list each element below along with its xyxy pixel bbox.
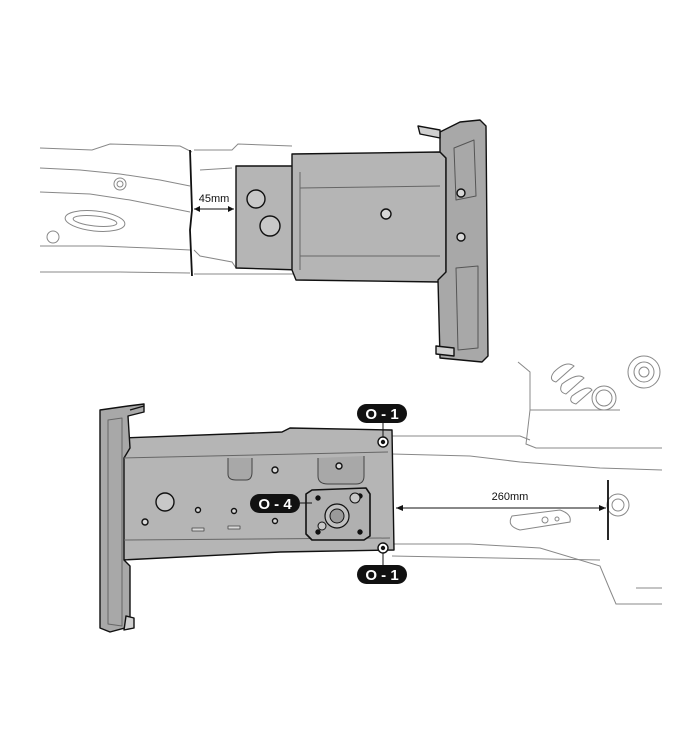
callout-plate-weld-label: O - 4 bbox=[258, 496, 292, 513]
callout-bottom-weld-label: O - 1 bbox=[365, 567, 398, 584]
weld-point-top bbox=[377, 436, 389, 448]
lower-dimension: 260mm bbox=[396, 491, 606, 511]
lower-rail-slot bbox=[509, 509, 571, 531]
upper-body-hole bbox=[380, 208, 392, 220]
callout-top-weld-label: O - 1 bbox=[365, 406, 398, 423]
upper-end-hole-2 bbox=[259, 215, 281, 237]
lower-dimension-label: 260mm bbox=[492, 491, 529, 503]
upper-dimension: 45mm bbox=[194, 193, 234, 212]
lower-existing-rail bbox=[391, 355, 663, 605]
lower-new-part bbox=[99, 403, 395, 633]
callout-top-weld: O - 1 bbox=[357, 404, 407, 437]
callout-bottom-weld: O - 1 bbox=[357, 553, 407, 584]
upper-rail-hole-2 bbox=[46, 230, 60, 244]
upper-new-part bbox=[235, 119, 489, 363]
callout-plate-weld: O - 4 bbox=[250, 494, 312, 513]
mounting-plate bbox=[305, 487, 371, 541]
lower-view: 260mm O - 1 O - 4 O - 1 bbox=[99, 355, 663, 633]
upper-view: 45mm bbox=[39, 119, 489, 363]
upper-rail-hole-1 bbox=[113, 177, 127, 191]
upper-rail-slot bbox=[64, 210, 126, 232]
lower-rail-hole-3 bbox=[606, 493, 630, 517]
weld-point-bottom bbox=[377, 542, 389, 554]
upper-flange-hole-2 bbox=[456, 232, 466, 242]
upper-existing-rail bbox=[39, 143, 294, 275]
lower-body-hole-big bbox=[155, 492, 175, 512]
upper-flange-hole-1 bbox=[456, 188, 466, 198]
upper-dimension-label: 45mm bbox=[199, 193, 230, 205]
lower-rail-hole-1 bbox=[591, 385, 617, 411]
upper-cut-line bbox=[189, 149, 193, 277]
lower-rail-hole-2 bbox=[627, 355, 661, 389]
upper-end-hole-1 bbox=[246, 189, 266, 209]
